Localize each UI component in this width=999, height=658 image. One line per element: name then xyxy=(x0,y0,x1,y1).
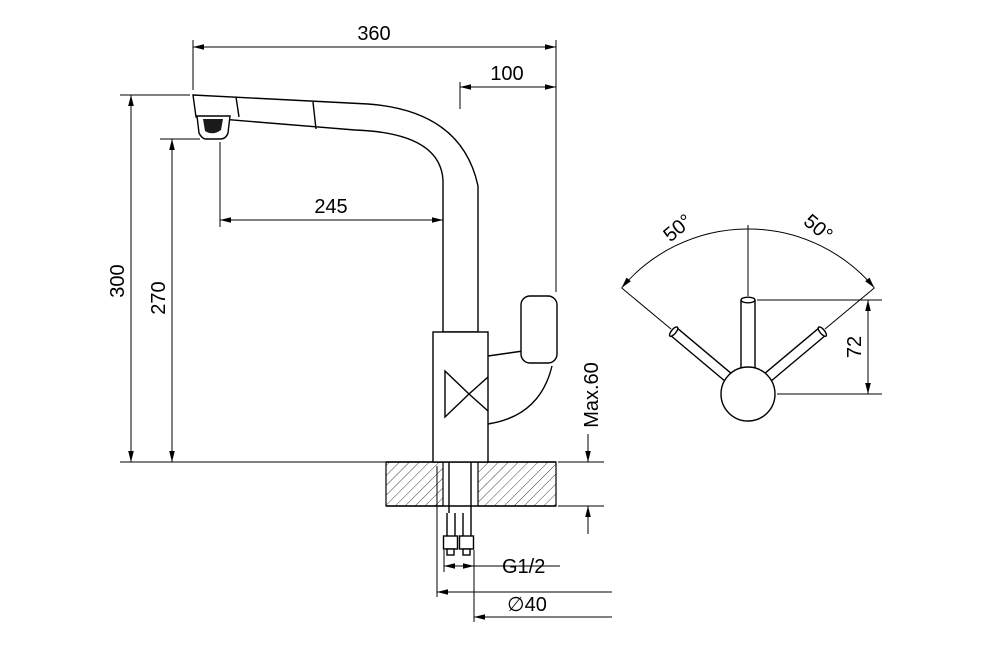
faucet-body xyxy=(192,94,558,463)
hose-nut-right xyxy=(458,535,475,550)
dim-handle-offset-label: 100 xyxy=(490,63,523,85)
supply-hoses xyxy=(442,462,475,556)
deck-hatch-left xyxy=(385,461,444,507)
hose-nut-left xyxy=(442,535,459,550)
spout-joint-line xyxy=(235,96,240,118)
dim-handle-offset: 100 xyxy=(459,63,556,109)
top-view: 50° 50° 72 xyxy=(621,210,882,422)
hose-nipple-right xyxy=(462,548,471,556)
dim-outlet-height-label: 270 xyxy=(148,281,170,314)
spout-cap xyxy=(740,296,756,304)
dim-72-label: 72 xyxy=(844,336,866,358)
dim-swivel-arc: 50° 50° xyxy=(621,210,875,330)
dim-max-deck-label: Max.60 xyxy=(581,362,603,428)
faucet-top-outline xyxy=(668,296,828,422)
spout-joint-line xyxy=(312,101,317,130)
handle-lever xyxy=(520,295,558,364)
valve-symbol xyxy=(444,369,489,419)
dim-swivel-right-label: 50° xyxy=(799,210,836,246)
swivel-cap-right xyxy=(817,326,828,337)
swivel-arc xyxy=(621,228,875,289)
dim-overall-width-label: 360 xyxy=(357,23,390,45)
aerator-outlet xyxy=(203,119,223,134)
swivel-cap-left xyxy=(668,326,679,337)
dim-outlet-height: 270 xyxy=(148,138,200,462)
dim-base-diameter-label: ∅40 xyxy=(507,594,547,616)
dim-max-deck-thickness: Max.60 xyxy=(558,362,604,534)
dim-thread-label: G1/2 xyxy=(502,556,545,578)
dim-spout-reach: 245 xyxy=(219,142,443,227)
dim-base-diameter: ∅40 xyxy=(436,466,612,620)
body-top-circle xyxy=(720,366,776,422)
dim-swivel-left-label: 50° xyxy=(659,210,696,246)
dim-connection-thread: G1/2 xyxy=(443,550,560,622)
dim-handle-length: 72 xyxy=(757,299,882,395)
deck-hatch-right xyxy=(477,461,557,507)
dim-overall-height-label: 300 xyxy=(107,264,129,297)
handle-port xyxy=(487,350,553,425)
hose-nipple-left xyxy=(446,548,455,556)
dim-overall-width: 360 xyxy=(192,23,557,292)
dim-overall-height: 300 xyxy=(107,94,386,463)
dim-spout-reach-label: 245 xyxy=(314,196,347,218)
side-view: 360 100 245 300 270 xyxy=(107,23,612,622)
body-base xyxy=(432,331,489,463)
